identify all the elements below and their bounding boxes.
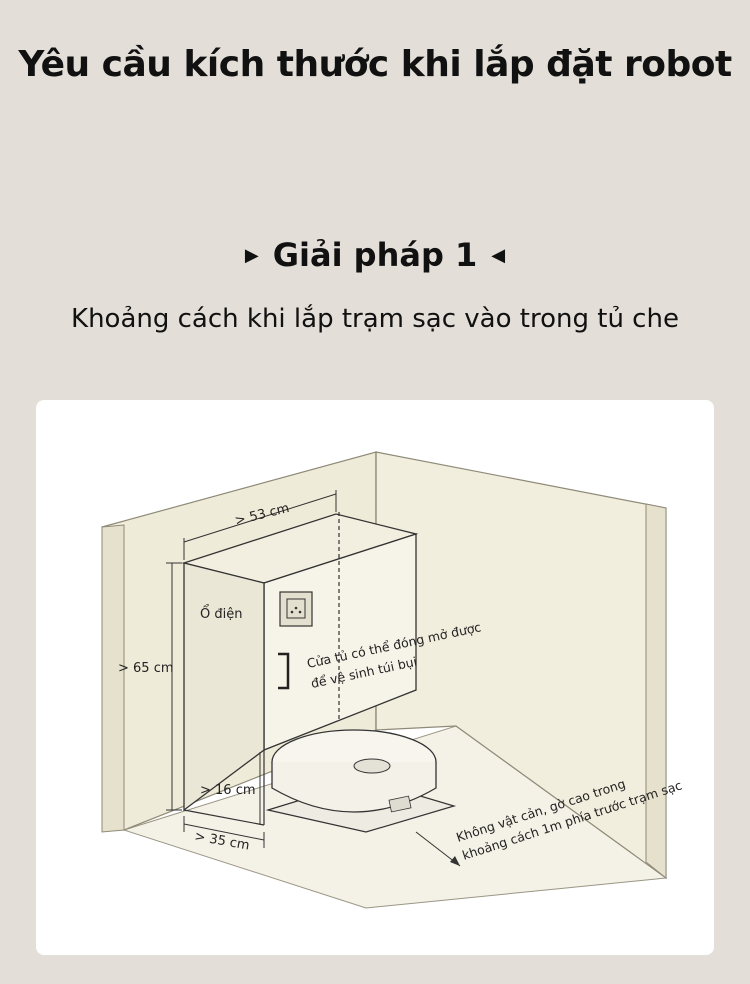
- triangle-right-icon: ▶: [244, 244, 259, 266]
- arrow-icon: [450, 856, 460, 866]
- gap-label: > 16 cm: [200, 783, 256, 798]
- page-title: Yêu cầu kích thước khi lắp đặt robot: [18, 44, 732, 85]
- diagram-card: > 53 cm > 65 cm > 16 cm > 35 cm Ổ điện C…: [36, 400, 714, 955]
- left-wall-edge: [101, 524, 125, 833]
- height-label: > 65 cm: [118, 661, 174, 676]
- solution-label: Giải pháp 1: [272, 236, 478, 274]
- outlet-label: Ổ điện: [200, 605, 242, 622]
- page-description: Khoảng cách khi lắp trạm sạc vào trong t…: [71, 304, 679, 334]
- installation-diagram: > 53 cm > 65 cm > 16 cm > 35 cm Ổ điện C…: [101, 451, 684, 909]
- robot-lidar: [353, 758, 391, 774]
- cabinet-handle-icon: [278, 652, 290, 690]
- solution-heading: ▶ Giải pháp 1 ◀: [0, 236, 750, 274]
- right-wall-edge: [645, 503, 667, 880]
- triangle-left-icon: ◀: [491, 244, 506, 266]
